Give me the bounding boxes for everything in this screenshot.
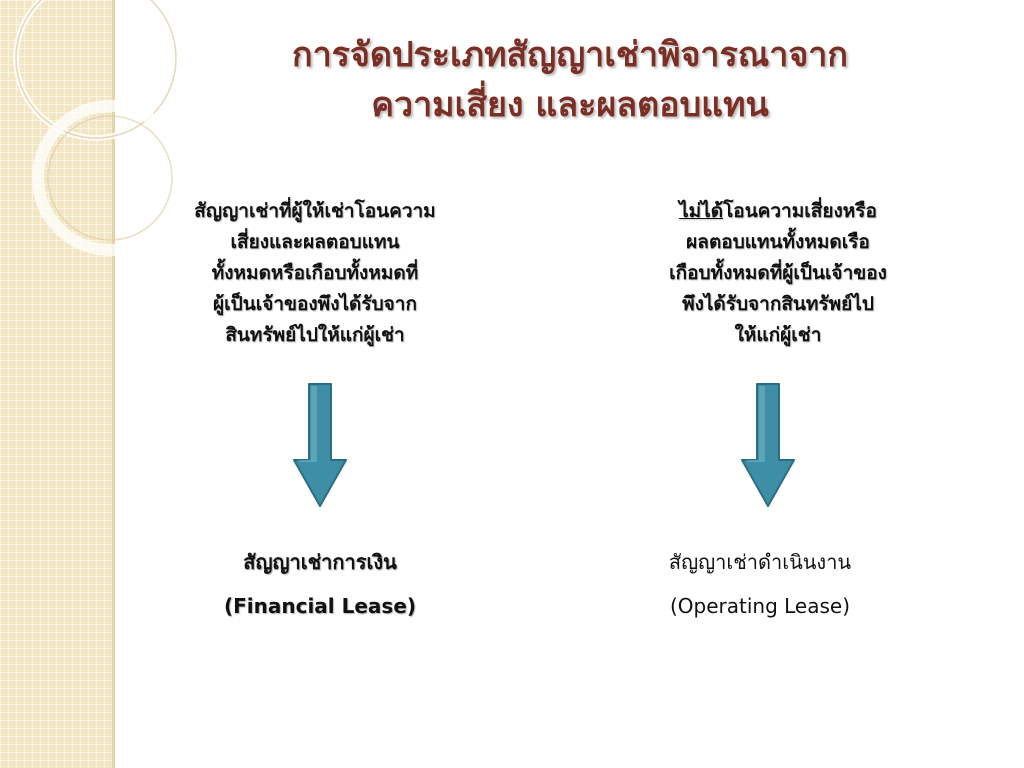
- slide-title-line-2: ความเสี่ยง และผลตอบแทน: [371, 85, 769, 125]
- underlined-not-word: ไม่ได้: [679, 200, 724, 222]
- left-description-line: ผู้เป็นเจ้าของพึงได้รับจาก: [213, 293, 417, 315]
- left-description: สัญญาเช่าที่ผู้ให้เช่าโอนความ เสี่ยงและผ…: [115, 196, 515, 351]
- right-description: ไม่ได้โอนความเสี่ยงหรือ ผลตอบแทนทั้งหมดเ…: [578, 196, 978, 351]
- operating-lease-english: (Operating Lease): [669, 594, 851, 618]
- right-description-line: ผลตอบแทนทั้งหมดเรือ: [686, 231, 870, 253]
- left-description-line: สัญญาเช่าที่ผู้ให้เช่าโอนความ: [194, 200, 436, 222]
- side-strip-edge: [112, 0, 115, 768]
- decorative-circles: [13, 0, 188, 256]
- right-down-arrow-icon: [741, 383, 795, 507]
- financial-lease-english: (Financial Lease): [223, 594, 417, 618]
- left-description-line: สินทรัพย์ไปให้แก่ผู้เช่า: [225, 324, 405, 346]
- operating-lease-thai: สัญญาเช่าดำเนินงาน: [668, 550, 852, 574]
- financial-lease-thai: สัญญาเช่าการเงิน: [243, 550, 397, 574]
- right-description-line-1-rest: โอนความเสี่ยงหรือ: [723, 200, 877, 222]
- slide-title: การจัดประเภทสัญญาเช่าพิจารณาจาก ความเสี่…: [140, 30, 1000, 130]
- left-down-arrow-icon: [293, 383, 347, 507]
- left-description-line: ทั้งหมดหรือเกือบทั้งหมดที่: [211, 262, 419, 284]
- operating-lease-label: สัญญาเช่าดำเนินงาน (Operating Lease): [610, 540, 910, 628]
- right-description-line: พึงได้รับจากสินทรัพย์ไป: [682, 293, 874, 315]
- financial-lease-label: สัญญาเช่าการเงิน (Financial Lease): [170, 540, 470, 628]
- slide-title-line-1: การจัดประเภทสัญญาเช่าพิจารณาจาก: [292, 35, 848, 75]
- right-description-line: ไม่ได้โอนความเสี่ยงหรือ: [578, 196, 978, 227]
- right-description-line: ให้แก่ผู้เช่า: [734, 324, 822, 346]
- right-description-line: เกือบทั้งหมดที่ผู้เป็นเจ้าของ: [669, 262, 887, 284]
- left-description-line: เสี่ยงและผลตอบแทน: [230, 231, 400, 253]
